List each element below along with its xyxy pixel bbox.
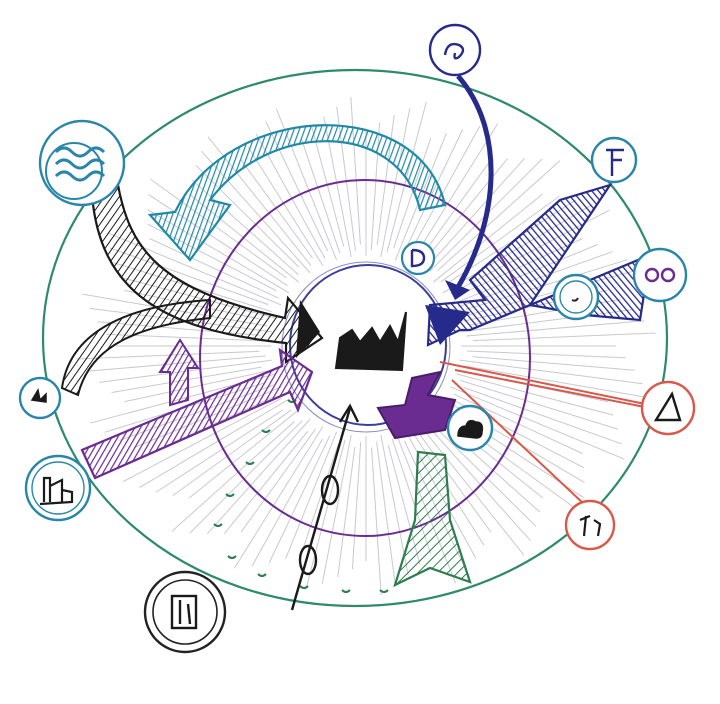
ray-line: [240, 428, 316, 533]
left-node[interactable]: [18, 376, 62, 420]
ray-line: [423, 158, 508, 262]
factory-icon: [296, 300, 407, 372]
building-icon: [39, 476, 74, 506]
ray-line: [148, 194, 288, 287]
bird-icon: [30, 387, 47, 403]
ray-line: [350, 96, 361, 245]
figure-node[interactable]: [564, 499, 616, 551]
ray-line: [76, 350, 260, 360]
purple-small-arrow: [158, 338, 200, 407]
ray-line: [189, 420, 303, 534]
ray-line: [321, 435, 352, 584]
ray-line: [456, 373, 614, 416]
ray-line: [311, 127, 345, 247]
top-right-node[interactable]: [590, 136, 638, 184]
ray-line: [472, 356, 635, 371]
red-connectors: [439, 361, 651, 506]
green-dash-marks: [213, 399, 389, 593]
bottom-left-node[interactable]: [24, 454, 92, 522]
ray-line: [409, 125, 481, 254]
ray-line: [224, 430, 309, 534]
ray-line: [285, 431, 338, 559]
eyes-icon: [644, 267, 676, 283]
ray-line: [421, 418, 531, 542]
inner-top-node[interactable]: [400, 240, 436, 276]
middle-ring: [199, 179, 531, 537]
purple-block-arrow: [376, 370, 457, 440]
ray-line: [150, 178, 287, 279]
black-lower-arrow: [60, 298, 211, 397]
navy-thin-arrowhead: [445, 280, 470, 300]
ray-line: [472, 332, 656, 342]
wave-icon: [54, 146, 106, 182]
swirl-icon: [443, 42, 465, 60]
black-arrow: [90, 183, 324, 365]
dot-icon: [571, 297, 579, 302]
flag-icon: [606, 148, 624, 176]
ray-line: [268, 435, 331, 563]
triangle-node[interactable]: [640, 380, 696, 436]
inner-ring-echo: [281, 261, 451, 433]
ray-line: [139, 398, 290, 488]
ray-line: [240, 159, 313, 259]
purple-arrow: [80, 347, 314, 480]
door-icon: [170, 594, 198, 630]
ray-line: [337, 447, 356, 577]
ray-line: [122, 397, 282, 483]
right-node[interactable]: [632, 247, 688, 303]
ray-line: [247, 146, 324, 266]
top-node[interactable]: [428, 23, 482, 77]
ray-line: [300, 138, 341, 254]
ray-line: [466, 320, 645, 337]
inner-bottom-node[interactable]: [446, 404, 494, 452]
ray-line: [188, 409, 300, 499]
triangle-icon: [653, 391, 682, 422]
outer-ring: [41, 68, 669, 608]
ray-line: [460, 379, 619, 430]
navy-thin-arrow: [452, 74, 494, 294]
ray-line: [459, 359, 643, 385]
ray-line: [376, 115, 395, 245]
ray-line: [233, 426, 324, 569]
navy-arrow-tip: [425, 305, 470, 345]
ray-line: [124, 370, 269, 403]
ray-line: [251, 438, 323, 567]
cloud-icon: [457, 419, 484, 439]
d-letter-icon: [410, 248, 426, 268]
ray-line: [450, 386, 625, 460]
ray-line: [206, 418, 311, 535]
ray-line: [172, 409, 292, 497]
ray-line: [437, 160, 561, 271]
ray-line: [393, 138, 432, 248]
black-stick-arrow: [290, 403, 360, 611]
ray-line: [371, 447, 382, 596]
ray-line: [300, 444, 339, 554]
ray-line: [351, 441, 362, 570]
ray-line: [420, 426, 525, 556]
ray-line: [171, 421, 295, 532]
ray-line: [466, 350, 626, 359]
wave-node[interactable]: [38, 119, 126, 207]
ray-line: [380, 435, 409, 576]
ray-line: [440, 195, 560, 283]
ray-line: [149, 238, 279, 299]
green-arrow: [393, 450, 472, 588]
ray-line: [421, 157, 526, 274]
ray-line: [155, 409, 284, 493]
ray-line: [463, 386, 622, 445]
ray-line: [432, 424, 537, 527]
inner-right-node[interactable]: [552, 273, 600, 321]
figure-icon: [579, 514, 602, 537]
teal-curved-arrow: [147, 124, 447, 262]
ray-line: [305, 439, 346, 591]
bottom-node[interactable]: [143, 570, 227, 654]
ray-line: [464, 365, 650, 399]
ray-line: [419, 433, 492, 533]
ray-line: [376, 441, 396, 586]
